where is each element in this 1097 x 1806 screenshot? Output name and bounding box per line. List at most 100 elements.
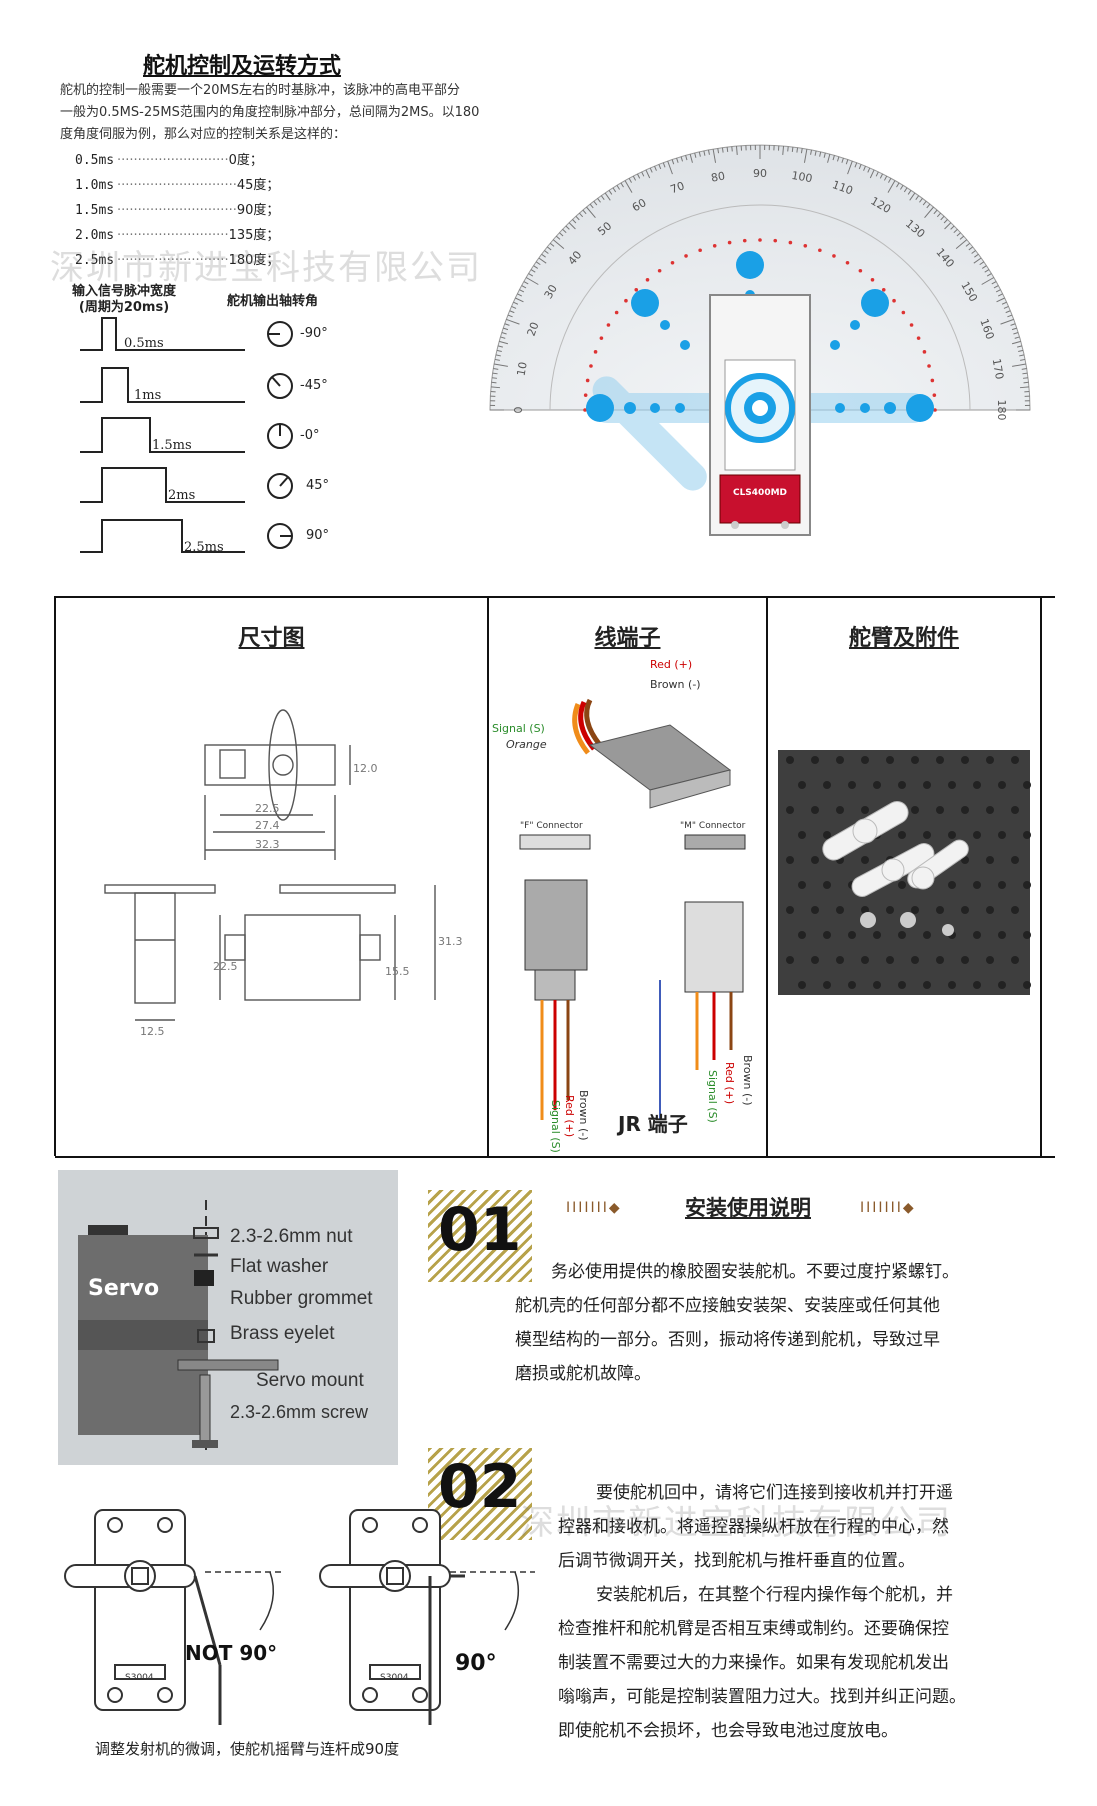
protractor-tick — [903, 187, 908, 193]
protractor-tick — [1005, 310, 1011, 314]
part-label: 2.3-2.6mm nut — [230, 1226, 353, 1247]
svg-text:Signal (S): Signal (S) — [492, 722, 545, 735]
board-hole — [823, 781, 831, 789]
protractor-tick — [549, 242, 555, 247]
board-hole — [798, 881, 806, 889]
protractor-tick — [624, 180, 633, 193]
board-hole — [936, 756, 944, 764]
board-hole — [961, 906, 969, 914]
protractor-dot — [606, 323, 611, 327]
svg-text:S3004: S3004 — [125, 1673, 154, 1683]
protractor-tick — [854, 162, 858, 168]
protractor-tick — [837, 156, 840, 162]
protractor-label: 180 — [995, 400, 1008, 421]
protractor-tick — [896, 182, 900, 188]
board-hole — [973, 981, 981, 989]
protractor-tick — [568, 222, 576, 230]
part-label: Brass eyelet — [230, 1323, 335, 1344]
protractor-tick — [800, 148, 803, 154]
pulse-waveforms — [80, 317, 293, 553]
angle-header: 舵机输出轴转角 — [227, 294, 319, 309]
board-hole — [823, 931, 831, 939]
board-hole — [798, 831, 806, 839]
mapping-row: 2.5ms···························180度； — [75, 253, 280, 268]
protractor-tick — [641, 171, 645, 177]
protractor-label: 10 — [515, 361, 530, 377]
title-ornament-right: IIIIIII◆ — [860, 1200, 916, 1216]
svg-text:12.0: 12.0 — [353, 762, 378, 775]
svg-text:31.3: 31.3 — [438, 935, 463, 948]
protractor-tick — [900, 185, 904, 190]
protractor-tick — [538, 257, 547, 264]
part-label: 2.3-2.6mm screw — [230, 1402, 369, 1422]
board-hole — [798, 931, 806, 939]
board-hole — [961, 956, 969, 964]
intro-line: 一般为0.5MS-25MS范围内的角度控制脉冲部分，总间隔为2MS。以180 — [60, 105, 480, 120]
protractor-tick — [521, 285, 527, 289]
protractor-tick — [694, 152, 697, 158]
protractor-tick — [535, 261, 541, 266]
protractor-tick — [721, 147, 724, 153]
protractor-label: 100 — [790, 169, 813, 185]
protractor-tick — [501, 332, 507, 335]
protractor-label: 70 — [669, 179, 687, 196]
is90-label: 90° — [455, 1651, 497, 1676]
protractor-tick — [953, 228, 958, 234]
mapping-row: 1.5ms·····························90度； — [75, 203, 280, 218]
protractor-tick — [515, 297, 524, 303]
protractor-tick — [552, 239, 565, 250]
jr-label: JR 端子 — [618, 1112, 688, 1136]
board-hole — [823, 981, 831, 989]
step2-badge — [428, 1448, 532, 1540]
board-hole — [786, 956, 794, 964]
protractor-tick — [956, 232, 961, 237]
board-hole — [986, 856, 994, 864]
board-hole — [886, 956, 894, 964]
protractor-tick — [1022, 377, 1029, 379]
protractor-tick — [1023, 381, 1029, 384]
board-hole — [1023, 831, 1031, 839]
svg-text:Signal (S): Signal (S) — [706, 1070, 719, 1123]
svg-text:"M" Connector: "M" Connector — [680, 821, 746, 831]
protractor-dot — [881, 287, 886, 292]
board-hole — [1011, 756, 1019, 764]
step2-text: 要使舵机回中，请将它们连接到接收机并打开遥 控器和接收机。将遥控器操纵杆放在行程… — [558, 1483, 966, 1741]
board-hole — [923, 831, 931, 839]
protractor-tick — [689, 153, 693, 163]
protractor-tick — [654, 165, 657, 171]
board-hole — [861, 956, 869, 964]
panel-title: 线端子 — [594, 626, 661, 651]
board-hole — [811, 806, 819, 814]
protractor-tick — [500, 336, 506, 339]
board-hole — [1011, 806, 1019, 814]
protractor-tick — [735, 145, 738, 156]
protractor-tick — [649, 167, 653, 173]
protractor-dot — [742, 238, 747, 243]
protractor-tick — [541, 253, 546, 258]
board-hole — [1023, 781, 1031, 789]
board-hole — [911, 756, 919, 764]
protractor-tick — [726, 146, 729, 152]
protractor-tick — [509, 310, 515, 314]
protractor-dot — [634, 287, 639, 292]
dimension-drawing: 12.0 22.5 27.4 32.3 12.5 22.5 15.5 31.3 — [104, 709, 463, 1038]
angle-label: -0° — [300, 428, 320, 443]
protractor-tick — [1000, 318, 1014, 325]
board-hole — [873, 781, 881, 789]
protractor-tick — [907, 190, 912, 195]
board-hole — [873, 931, 881, 939]
board-hole — [948, 781, 956, 789]
protractor-tick — [1018, 349, 1024, 352]
board-hole — [898, 931, 906, 939]
protractor-tick — [997, 293, 1003, 297]
board-hole — [848, 781, 856, 789]
board-hole — [923, 981, 931, 989]
protractor-dot — [583, 393, 588, 397]
protractor-label: 80 — [710, 169, 726, 184]
protractor-dot — [909, 323, 914, 327]
board-hole — [898, 781, 906, 789]
protractor-tick — [1021, 368, 1027, 370]
protractor-tick — [887, 180, 896, 193]
protractor-tick — [731, 146, 733, 152]
protractor-dot — [788, 240, 793, 245]
